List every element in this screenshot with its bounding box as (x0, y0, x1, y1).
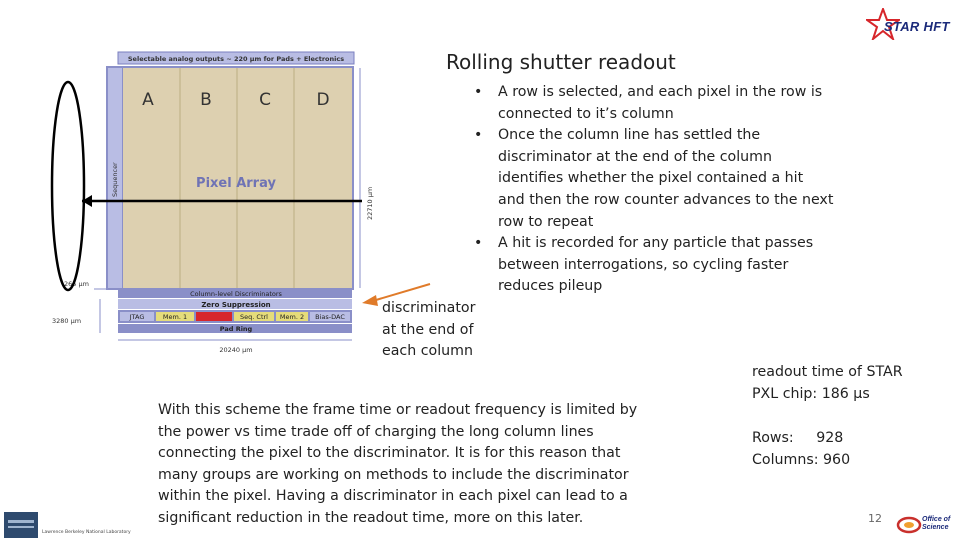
discriminator-pointer-line (375, 283, 431, 301)
chip-diagram: Selectable analog outputs ~ 220 µm for P… (52, 51, 374, 354)
row-select-ellipse (50, 80, 86, 292)
bias-dac-label: Bias-DAC (315, 313, 345, 321)
column-label-d: D (316, 90, 329, 110)
page-number: 12 (868, 512, 882, 525)
lbnl-logo: Lawrence Berkeley National Laboratory (4, 512, 131, 538)
jtag-block (120, 312, 154, 321)
lbnl-text: Lawrence Berkeley National Laboratory (42, 530, 131, 535)
top-output-bar (117, 51, 355, 65)
top-bar-label: Selectable analog outputs ~ 220 µm for P… (128, 55, 344, 63)
pad-ring-label: Pad Ring (220, 325, 253, 333)
pad-ring-band (118, 324, 352, 333)
mem1-block (156, 312, 194, 321)
discriminator-label: discriminator at the end of each column (382, 300, 476, 360)
seq-ctrl-label: Seq. Ctrl (240, 313, 268, 321)
office-text: Office of Science (922, 516, 951, 531)
logo-text: STAR HFT (884, 19, 950, 34)
column-discriminator-band (118, 289, 352, 298)
jtag-label: JTAG (129, 313, 145, 321)
column-label-c: C (259, 90, 271, 110)
mem1-label: Mem. 1 (163, 313, 187, 321)
star-icon (863, 6, 903, 42)
body-paragraph: With this scheme the frame time or reado… (158, 402, 638, 526)
slide-title: Rolling shutter readout (446, 50, 676, 74)
row-arrowhead (82, 195, 92, 207)
bias-dac-block (310, 312, 350, 321)
bullet-item: A row is selected, and each pixel in the… (474, 82, 834, 125)
height-dimension-label: 22710 µm (366, 187, 374, 220)
discriminator-arrowhead (362, 295, 378, 306)
mem2-label: Mem. 2 (280, 313, 304, 321)
bullet-item: A hit is recorded for any particle that … (474, 233, 834, 298)
star-hft-logo: STAR HFT (863, 6, 952, 42)
berkeley-lab-icon (4, 512, 38, 538)
mem2-block (276, 312, 308, 321)
readout-time-text: readout time of STAR PXL chip: 186 µs (752, 364, 903, 402)
sequencer-strip (108, 68, 122, 288)
bullet-item: Once the column line has settled the dis… (474, 125, 834, 233)
highlight-block (196, 312, 232, 321)
office-of-science-logo: Office of Science (896, 514, 960, 538)
zero-suppression-band (118, 299, 352, 309)
columns-text: Columns: 960 (752, 451, 851, 468)
column-label-a: A (142, 90, 154, 110)
column-label-b: B (200, 90, 212, 110)
sequencer-label: Sequencer (111, 162, 119, 197)
small-dim-label: 265 µm (64, 280, 89, 288)
pixel-array-label: Pixel Array (196, 176, 276, 191)
width-dimension-label: 20240 µm (219, 346, 252, 354)
doe-swirl-icon (896, 516, 922, 534)
zero-suppression-label: Zero Suppression (201, 301, 270, 309)
rows-text: Rows: 928 (752, 430, 844, 446)
seq-ctrl-block (234, 312, 274, 321)
column-discriminator-label: Column-level Discriminators (190, 290, 282, 298)
bullet-list: A row is selected, and each pixel in the… (474, 82, 834, 298)
big-dim-label: 3280 µm (52, 317, 81, 325)
